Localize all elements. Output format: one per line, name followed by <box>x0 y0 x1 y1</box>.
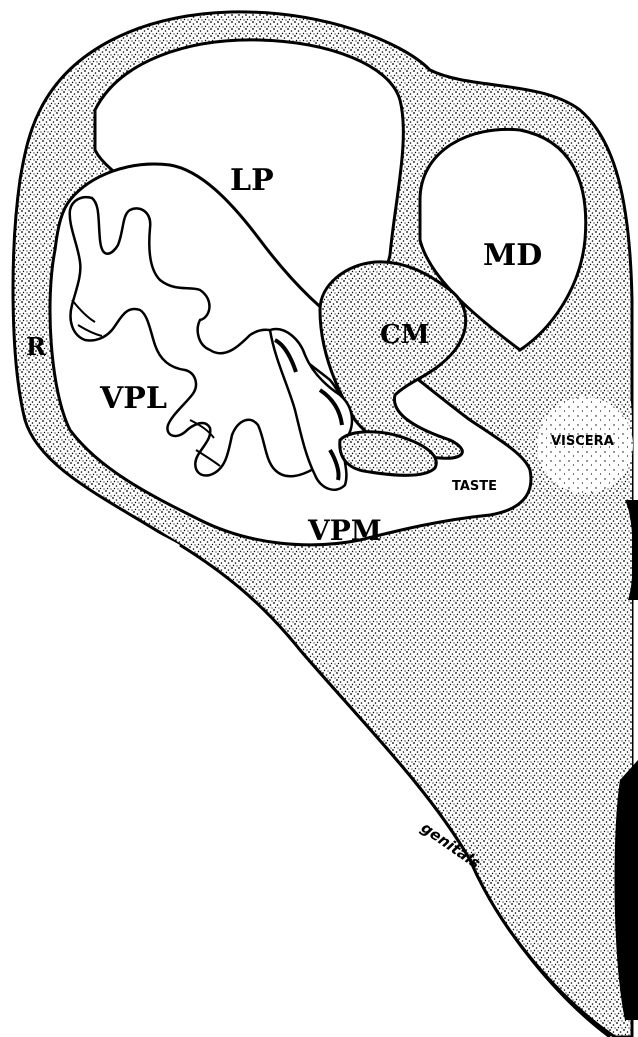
label-viscera: VISCERA <box>551 434 614 449</box>
label-taste: TASTE <box>452 479 497 494</box>
label-md: MD <box>483 238 542 273</box>
label-lp: LP <box>230 163 274 198</box>
label-cm: CM <box>380 320 429 350</box>
label-vpm: VPM <box>307 514 382 547</box>
label-r: R <box>26 332 47 361</box>
label-vpl: VPL <box>99 381 167 416</box>
